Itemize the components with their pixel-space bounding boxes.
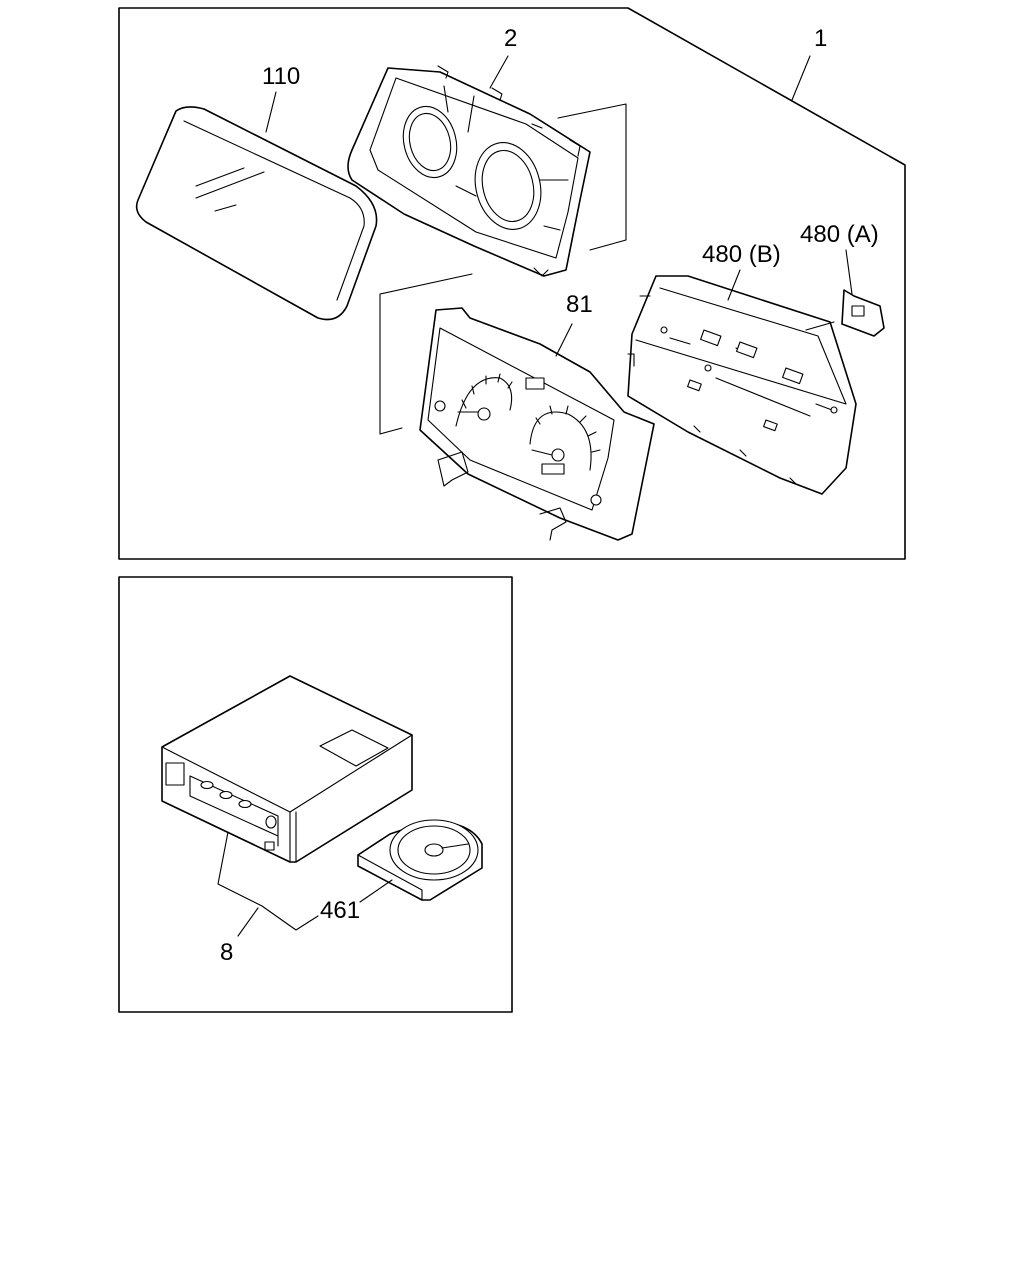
assembly-leader — [791, 55, 811, 101]
callout-2: 2 — [504, 25, 517, 52]
frame-bracket — [557, 103, 627, 251]
board-leader — [727, 269, 741, 301]
callout-81: 81 — [566, 291, 593, 318]
lower-panel: 461 8 — [118, 576, 513, 1013]
dial-leader — [555, 323, 573, 357]
callout-480b: 480 (B) — [702, 241, 781, 268]
frame-part — [347, 65, 591, 277]
socket-link — [805, 321, 835, 331]
dial-plate-part — [419, 307, 655, 541]
upper-panel: 110 2 — [118, 7, 906, 560]
lens-part — [135, 106, 378, 321]
socket-part — [841, 289, 885, 337]
disc-part — [357, 819, 483, 901]
dial-bracket — [379, 273, 473, 435]
player-unit-part — [161, 675, 413, 863]
callout-461: 461 — [320, 897, 360, 924]
frame-leader — [489, 55, 509, 89]
lower-panel-frame — [118, 576, 513, 1013]
callout-8: 8 — [220, 939, 233, 966]
callout-480a: 480 (A) — [800, 221, 879, 248]
upper-panel-frame — [118, 7, 906, 560]
callout-110: 110 — [262, 63, 300, 90]
circuit-board-part — [627, 275, 857, 495]
socket-leader — [845, 249, 853, 295]
unit-leader — [237, 907, 259, 937]
disc-leader — [359, 879, 393, 903]
lens-leader — [265, 91, 277, 133]
callout-1: 1 — [814, 25, 827, 52]
lower-bracket — [217, 831, 319, 931]
